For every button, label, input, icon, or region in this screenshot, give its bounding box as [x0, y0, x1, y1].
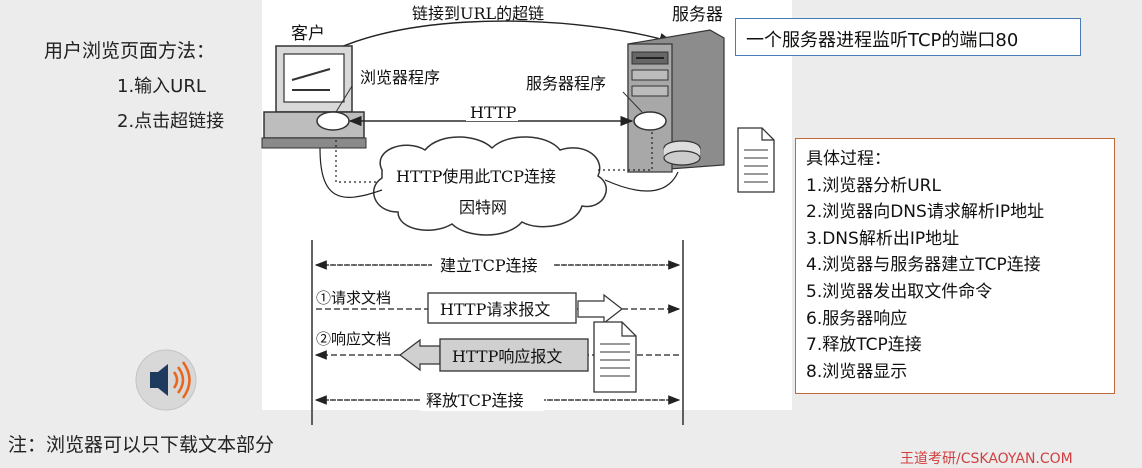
speaker-icon[interactable] [135, 349, 197, 411]
method-item-url: 1.输入URL [117, 76, 206, 97]
http-label: HTTP [470, 103, 517, 122]
request-message: HTTP请求报文 [440, 300, 550, 319]
watermark: 王道考研/CSKAOYAN.COM [900, 451, 1073, 467]
request-arrow [577, 293, 623, 325]
methods-title: 用户浏览页面方法： [44, 40, 216, 62]
hyperlink-label: 链接到URL的超链 [412, 4, 544, 23]
step-item: 3.DNS解析出IP地址 [806, 228, 960, 249]
hyperlink-arc [297, 20, 674, 76]
step-item: 2.浏览器向DNS请求解析IP地址 [806, 202, 1045, 223]
release-tcp-label: 释放TCP连接 [426, 391, 524, 410]
left-panel [0, 0, 262, 468]
response-message: HTTP响应报文 [452, 347, 562, 366]
step-item: 7.释放TCP连接 [806, 335, 922, 356]
step-item: 8.浏览器显示 [806, 361, 908, 382]
cloud-line1: HTTP使用此TCP连接 [396, 167, 556, 186]
document-icon [593, 321, 637, 393]
step-item: 4.浏览器与服务器建立TCP连接 [806, 255, 1041, 276]
step-item: 6.服务器响应 [806, 308, 908, 329]
cloud-line2: 因特网 [459, 198, 507, 217]
server-note-box: 一个服务器进程监听TCP的端口80 [735, 18, 1081, 56]
step-item: 1.浏览器分析URL [806, 175, 941, 196]
server-label: 服务器 [672, 5, 723, 25]
step-item: 5.浏览器发出取文件命令 [806, 281, 993, 302]
document-icon [737, 127, 775, 193]
client-computer [261, 45, 367, 149]
response-step-label: ②响应文档 [316, 330, 391, 348]
establish-tcp-label: 建立TCP连接 [440, 256, 538, 275]
browser-note: 注：浏览器可以只下载文本部分 [8, 434, 275, 456]
method-item-hyperlink: 2.点击超链接 [117, 111, 225, 132]
server-program-label: 服务器程序 [526, 74, 606, 93]
request-step-label: ①请求文档 [316, 289, 391, 307]
client-label: 客户 [291, 24, 325, 44]
server-tower [627, 29, 725, 173]
response-arrow [399, 338, 441, 372]
internet-cloud [372, 136, 608, 236]
steps-box: 具体过程： 1.浏览器分析URL 2.浏览器向DNS请求解析IP地址 3.DNS… [795, 138, 1115, 394]
browser-label: 浏览器程序 [360, 68, 440, 87]
steps-title: 具体过程： [806, 149, 891, 169]
